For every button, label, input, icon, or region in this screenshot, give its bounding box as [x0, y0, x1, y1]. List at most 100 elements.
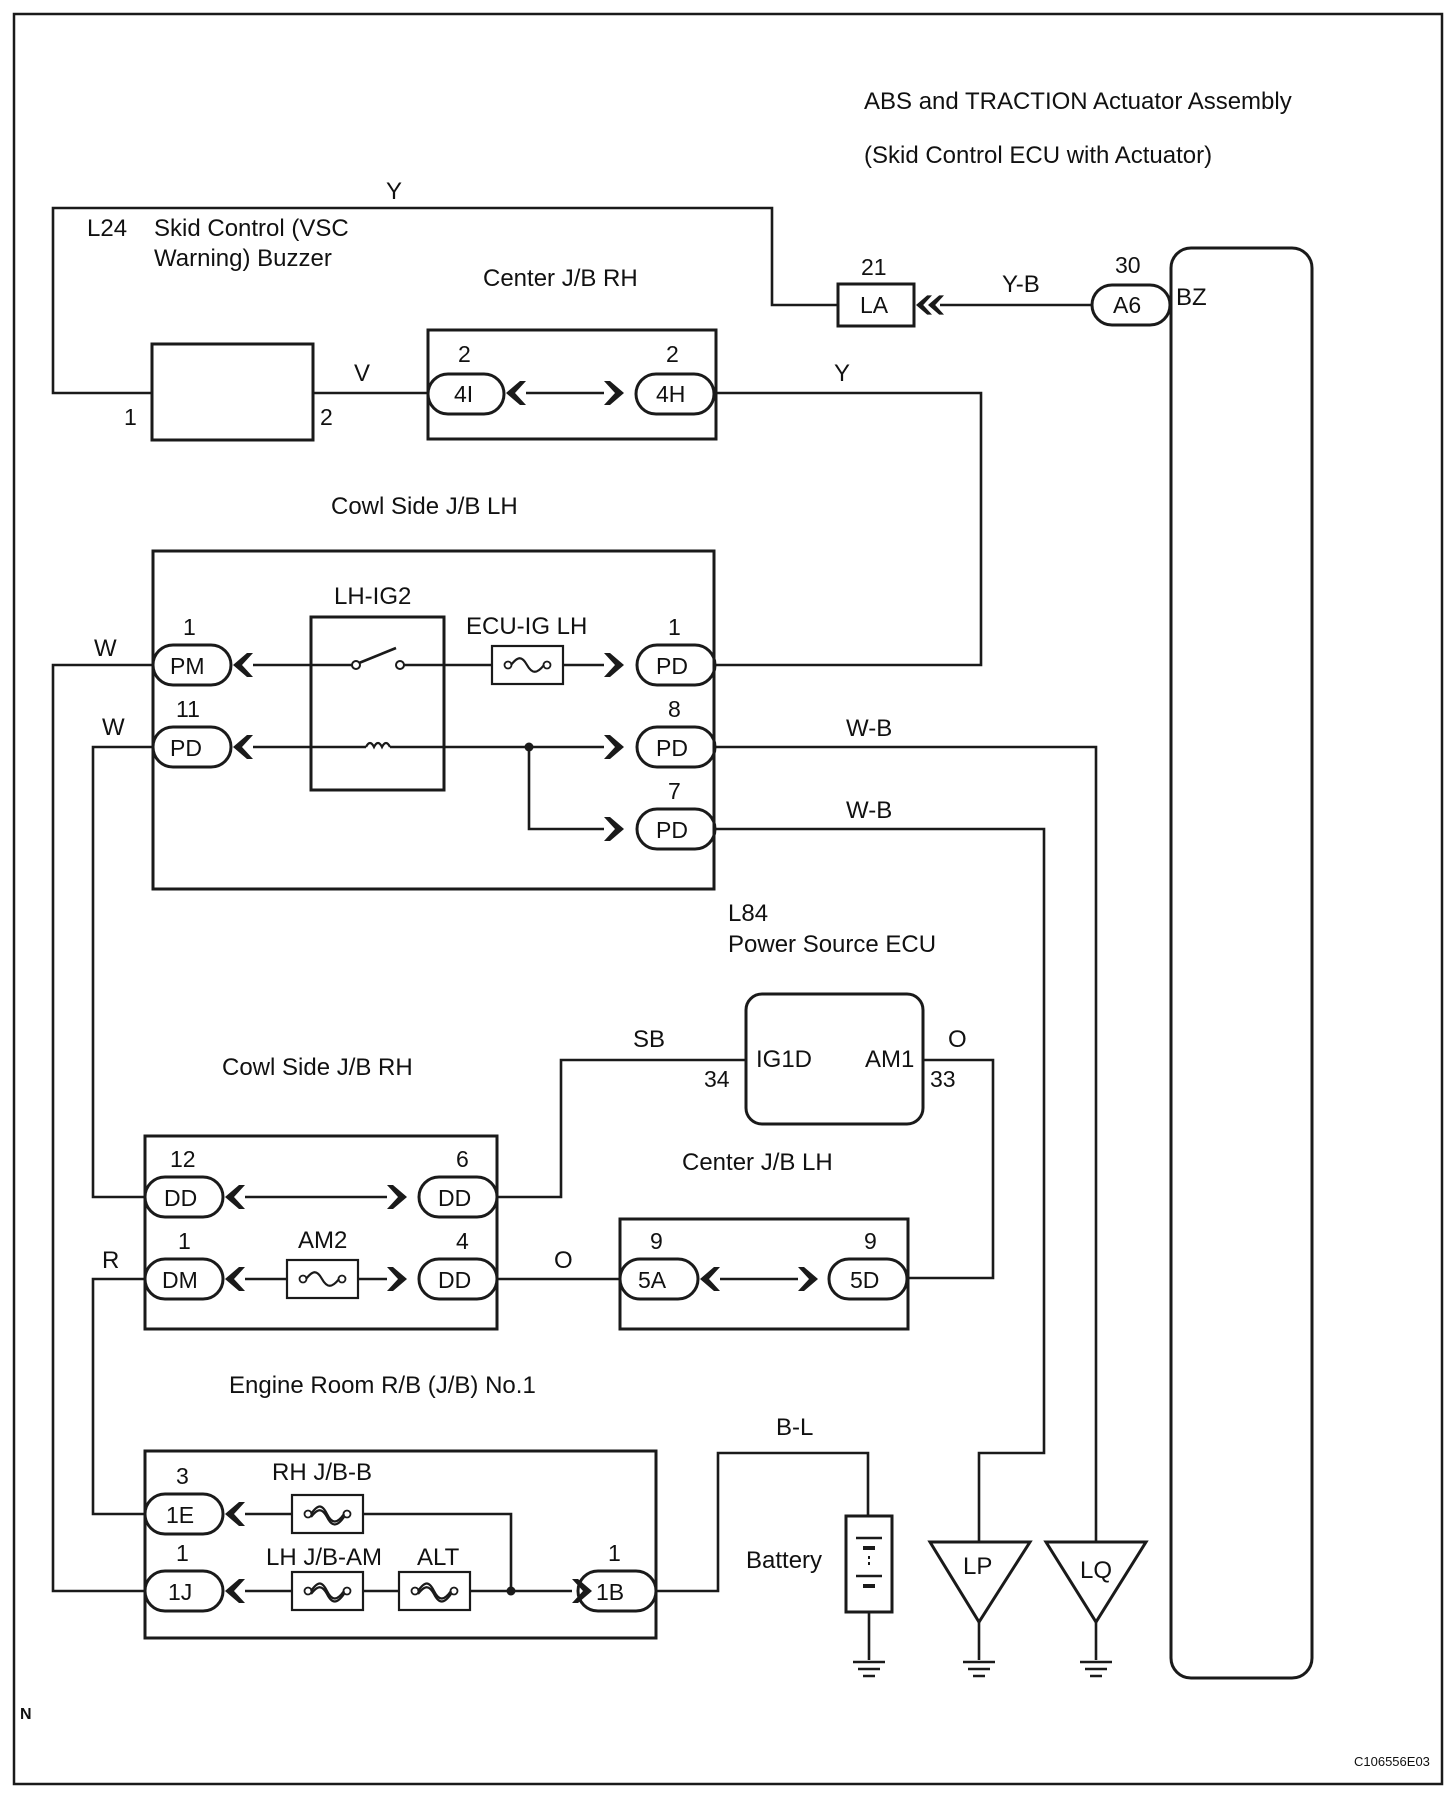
fuse-alt-element — [410, 1582, 459, 1603]
wire-color-r: R — [102, 1247, 119, 1274]
connector-DD6-pin: 6 — [456, 1146, 469, 1172]
connector-4H-label: 4H — [656, 381, 685, 407]
relay-lh-ig2-label: LH-IG2 — [334, 583, 411, 610]
fuse-lh-jb-am-label: LH J/B-AM — [266, 1544, 382, 1571]
outer-frame — [12, 12, 1444, 1786]
fuse-ecu-ig-lh-element — [503, 657, 552, 673]
connector-LA-pin: 21 — [861, 254, 887, 280]
wire-AM1-O — [906, 1058, 995, 1280]
wire-color-o-ecu: O — [948, 1026, 967, 1053]
connector-PD11-arrow — [233, 735, 253, 759]
engine-rb-box — [143, 1449, 658, 1640]
fuse-alt-label: ALT — [417, 1544, 460, 1571]
relay-lh-ig2-box — [309, 615, 446, 792]
relay-coil — [365, 741, 391, 750]
center-jb-rh-box — [426, 328, 718, 441]
connector-1J-label: 1J — [168, 1579, 192, 1605]
connector-5D-pin: 9 — [864, 1228, 877, 1254]
connector-DD4-label: DD — [438, 1267, 471, 1293]
connector-PD11-label: PD — [170, 735, 202, 761]
connector-PD8-pin: 8 — [668, 696, 681, 722]
ground-icon-battery — [853, 1660, 885, 1678]
connector-PM-arrow — [233, 653, 253, 677]
fuse-ecu-ig-lh-label: ECU-IG LH — [466, 613, 587, 640]
switch-contact-left — [351, 660, 361, 670]
fuse-am2-label: AM2 — [298, 1227, 347, 1254]
connector-5A-arrow — [700, 1267, 720, 1291]
connector-PD8-arrow — [604, 735, 624, 759]
connector-PM-label: PM — [170, 653, 205, 679]
buzzer-name-line2: Warning) Buzzer — [154, 245, 332, 272]
connector-4I — [426, 372, 506, 416]
wire-color-w-2: W — [102, 714, 125, 741]
connector-4I-pin: 2 — [458, 341, 471, 367]
connector-1E-pin: 3 — [176, 1463, 189, 1489]
connector-1B-label: 1B — [596, 1579, 624, 1605]
connector-DM-label: DM — [162, 1267, 198, 1293]
connector-PD1-label: PD — [656, 653, 688, 679]
power-ecu-pin-34: 34 — [704, 1066, 730, 1092]
connector-PD7-label: PD — [656, 817, 688, 843]
connector-DD6 — [417, 1175, 499, 1219]
wire-PM-left-W — [51, 663, 153, 1593]
connector-A6 — [1090, 283, 1172, 327]
connector-DD6-label: DD — [438, 1185, 471, 1211]
wire-color-sb: SB — [633, 1026, 665, 1053]
fuse-rh-jb-b-element — [303, 1505, 352, 1526]
connector-1E — [143, 1492, 225, 1536]
connector-PD1 — [635, 643, 717, 687]
ground-LP-label: LP — [963, 1553, 992, 1580]
connector-LA-label: LA — [860, 292, 889, 318]
connector-DM-pin: 1 — [178, 1228, 191, 1254]
connector-5A-pin: 9 — [650, 1228, 663, 1254]
connector-5D — [827, 1257, 909, 1301]
connector-1B-pin: 1 — [608, 1540, 621, 1566]
connector-5D-label: 5D — [850, 1267, 879, 1293]
wire-color-y-top: Y — [386, 178, 402, 205]
connector-4I-arrow — [506, 381, 526, 405]
power-ecu-pin-33: 33 — [930, 1066, 956, 1092]
connector-4H-arrow — [604, 381, 624, 405]
connector-DD6-arrow — [387, 1185, 407, 1209]
connector-5A — [618, 1257, 700, 1301]
wire-1B-to-battery — [656, 1451, 870, 1593]
connector-A6-pin: 30 — [1115, 252, 1141, 278]
connector-PD1-pin: 1 — [668, 614, 681, 640]
wire-color-v: V — [354, 360, 370, 387]
connector-PD7-pin: 7 — [668, 778, 681, 804]
center-jb-rh-label: Center J/B RH — [483, 265, 638, 292]
connector-1B-arrow — [572, 1579, 592, 1603]
wire-color-y-b: Y-B — [1002, 271, 1040, 298]
connector-1J-pin: 1 — [176, 1540, 189, 1566]
engine-rb-label: Engine Room R/B (J/B) No.1 — [229, 1372, 536, 1399]
buzzer-code: L24 — [87, 215, 127, 242]
wire-PD8-to-LQ — [715, 745, 1098, 1542]
actuator-terminal-bz: BZ — [1176, 284, 1207, 311]
connector-PD7-arrow — [604, 817, 624, 841]
connector-A6-label: A6 — [1113, 292, 1141, 318]
figure-code: C106556E03 — [1354, 1754, 1430, 1769]
cowl-jb-rh-label: Cowl Side J/B RH — [222, 1054, 413, 1081]
battery-label: Battery — [746, 1547, 822, 1574]
wire-splice-to-PD7 — [527, 747, 604, 831]
connector-1E-arrow — [225, 1502, 245, 1526]
connector-PD1-arrow — [604, 653, 624, 677]
ground-point-LQ — [1043, 1540, 1149, 1625]
wire-color-w-b-2: W-B — [846, 797, 892, 824]
power-ecu-terminal-am1: AM1 — [865, 1046, 914, 1073]
cowl-jb-lh-box — [151, 549, 716, 891]
wire-color-y-right: Y — [834, 360, 850, 387]
power-ecu-code: L84 — [728, 900, 768, 927]
center-jb-lh-label: Center J/B LH — [682, 1149, 833, 1176]
fuse-lh-jb-am-element — [303, 1582, 352, 1603]
buzzer-name-line1: Skid Control (VSC — [154, 215, 349, 242]
ground-icon-LP — [963, 1660, 995, 1678]
connector-DD12-arrow — [225, 1185, 245, 1209]
connector-PM-pin: 1 — [183, 614, 196, 640]
ground-LQ-label: LQ — [1080, 1557, 1112, 1584]
cowl-jb-rh-box — [143, 1134, 499, 1331]
buzzer-pin-1: 1 — [124, 404, 137, 430]
connector-DD4-arrow — [387, 1267, 407, 1291]
connector-PD11-pin: 11 — [176, 696, 200, 722]
